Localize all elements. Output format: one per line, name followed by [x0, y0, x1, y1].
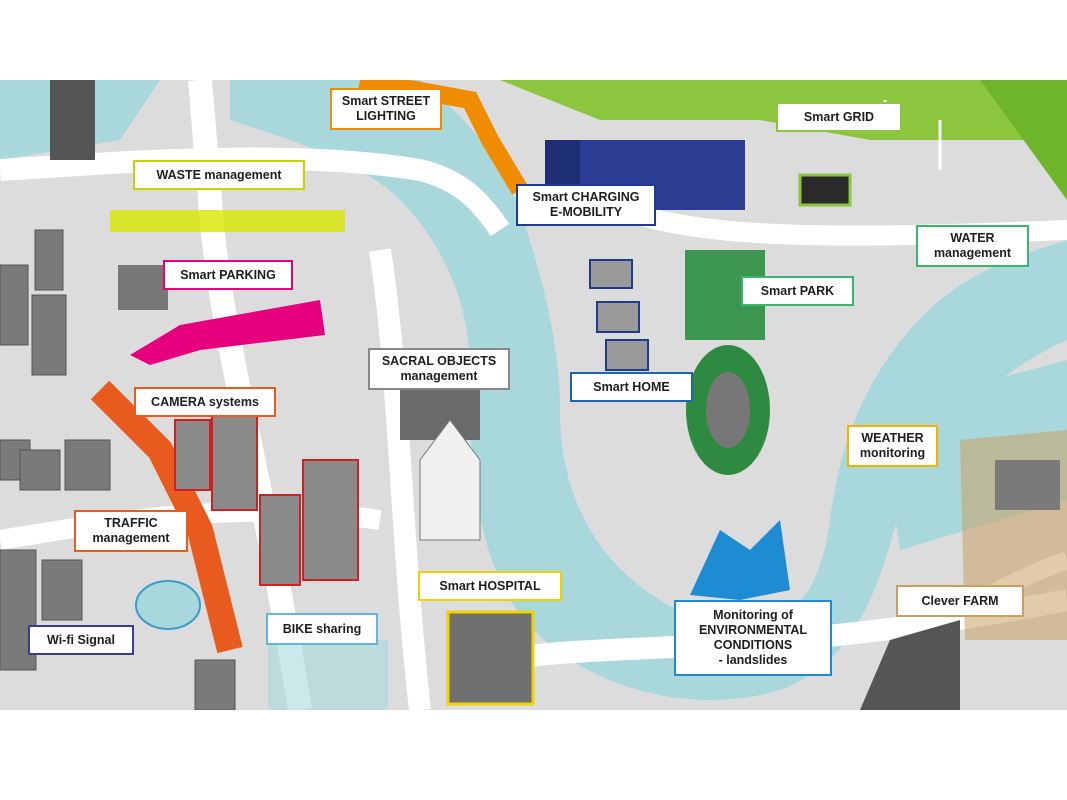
farm-plot [860, 620, 960, 710]
label-camera-systems: CAMERA systems [134, 387, 276, 417]
label-smart-charging: Smart CHARGING E-MOBILITY [516, 184, 656, 226]
hospital-building [446, 610, 535, 706]
label-water-management: WATER management [916, 225, 1029, 267]
label-traffic-management: TRAFFIC management [74, 510, 188, 552]
highrise-buildings [174, 409, 359, 586]
battery [798, 173, 852, 207]
bike-station [268, 640, 388, 710]
label-smart-parking: Smart PARKING [163, 260, 293, 290]
river [230, 80, 1067, 700]
label-smart-home: Smart HOME [570, 372, 693, 402]
barn [995, 460, 1060, 510]
church [419, 419, 481, 541]
road-north [0, 147, 510, 237]
waste-bins [110, 210, 345, 232]
label-sacral-objects: SACRAL OBJECTS management [368, 348, 510, 390]
label-smart-grid: Smart GRID [776, 102, 902, 132]
label-clever-farm: Clever FARM [896, 585, 1024, 617]
road-church [369, 248, 431, 710]
label-environmental-monitoring: Monitoring of ENVIRONMENTAL CONDITIONS -… [674, 600, 832, 676]
green-hill [980, 80, 1067, 200]
label-waste-management: WASTE management [133, 160, 305, 190]
fountain [135, 580, 201, 630]
label-smart-hospital: Smart HOSPITAL [418, 571, 562, 601]
smart-houses [589, 259, 649, 371]
parking-lot [130, 300, 325, 365]
label-wifi-signal: Wi-fi Signal [28, 625, 134, 655]
smart-city-map: Smart STREET LIGHTING Smart GRID WASTE m… [0, 80, 1067, 710]
mountains [690, 520, 790, 600]
parking-building [118, 265, 168, 310]
label-smart-street-lighting: Smart STREET LIGHTING [330, 88, 442, 130]
label-bike-sharing: BIKE sharing [266, 613, 378, 645]
label-weather-monitoring: WEATHER monitoring [847, 425, 938, 467]
park-pond [706, 372, 750, 448]
building-northwest [50, 80, 95, 160]
label-smart-park: Smart PARK [741, 276, 854, 306]
